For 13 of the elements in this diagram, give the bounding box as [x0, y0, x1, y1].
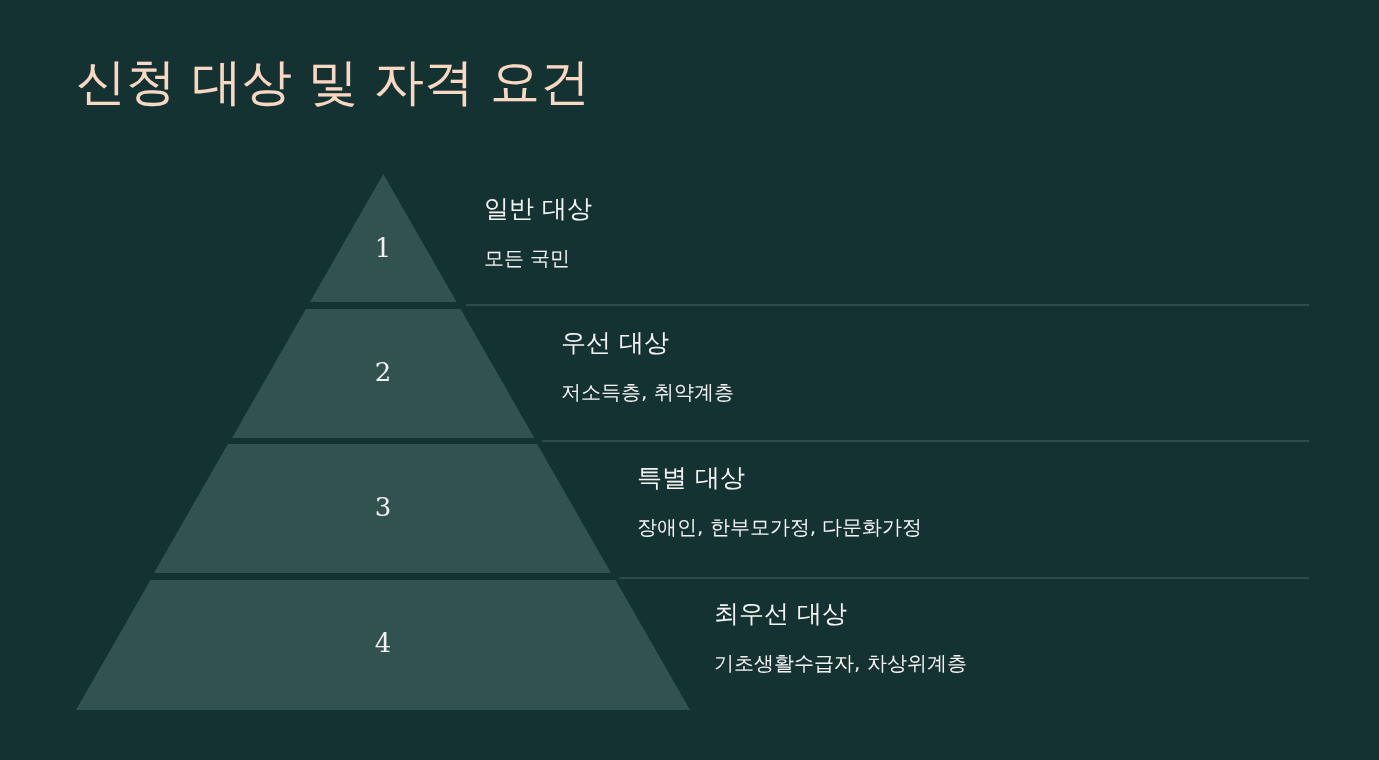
- tier-description: 장애인, 한부모가정, 다문화가정: [637, 515, 923, 539]
- tier-number: 2: [374, 356, 392, 387]
- tier-number: 3: [374, 491, 392, 522]
- tier-description: 기초생활수급자, 차상위계층: [714, 651, 967, 675]
- tier-number: 4: [374, 628, 392, 658]
- tier-description: 저소득층, 취약계층: [561, 380, 734, 404]
- tier-heading: 우선 대상: [561, 328, 669, 358]
- tier-heading: 특별 대상: [637, 463, 745, 493]
- tier-number: 1: [374, 233, 392, 263]
- tier-heading: 최우선 대상: [714, 599, 847, 629]
- slide-title: 신청 대상 및 자격 요건: [76, 52, 590, 112]
- tier-heading: 일반 대상: [484, 194, 592, 224]
- tier-description: 모든 국민: [484, 246, 571, 270]
